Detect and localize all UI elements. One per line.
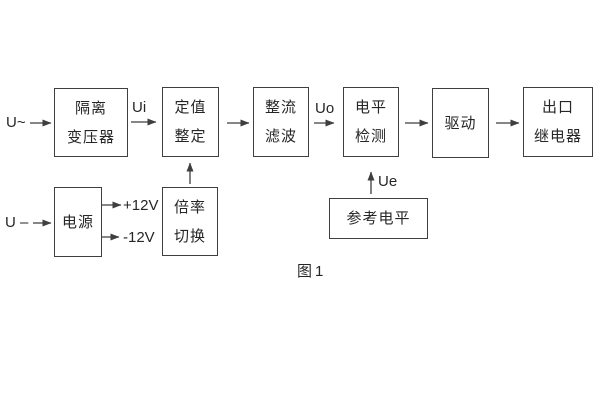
block-label: 滤波 [264,128,297,145]
signal-label-ui: Ui [132,99,147,116]
block-rectifier-filter: 整流 滤波 [253,87,309,157]
block-label: 隔离 [74,99,107,117]
block-label: 定值 [174,99,207,116]
block-label: 整定 [174,128,207,145]
block-drive: 驱动 [432,88,489,158]
block-label: 切换 [173,227,206,245]
block-power-supply: 电源 [54,187,102,257]
block-label: 电平 [354,99,387,116]
rail-label-plus12: +12V [123,197,159,214]
block-label: 倍率 [173,198,206,216]
block-label: 变压器 [66,128,115,146]
block-reference-level: 参考电平 [329,198,428,239]
signal-label-uo: Uo [315,100,335,117]
block-label: 出口 [541,99,574,116]
signal-label-ue: Ue [378,173,398,190]
block-label: 电源 [61,213,94,231]
figure-caption: 图1 [297,263,327,280]
block-output-relay: 出口 继电器 [523,87,593,157]
block-label: 参考电平 [346,210,411,227]
block-isolation-transformer: 隔离 变压器 [54,88,128,157]
input-label-u-dc: U – [5,214,29,231]
rail-label-minus12: -12V [123,229,155,246]
block-level-detect: 电平 检测 [343,87,399,157]
block-ratio-switch: 倍率 切换 [162,187,218,256]
block-label: 整流 [264,99,297,116]
block-label: 检测 [354,128,387,145]
block-label: 继电器 [533,128,582,145]
block-label: 驱动 [444,114,477,132]
input-label-u-ac: U~ [6,114,26,131]
block-setting-adjust: 定值 整定 [162,87,219,157]
